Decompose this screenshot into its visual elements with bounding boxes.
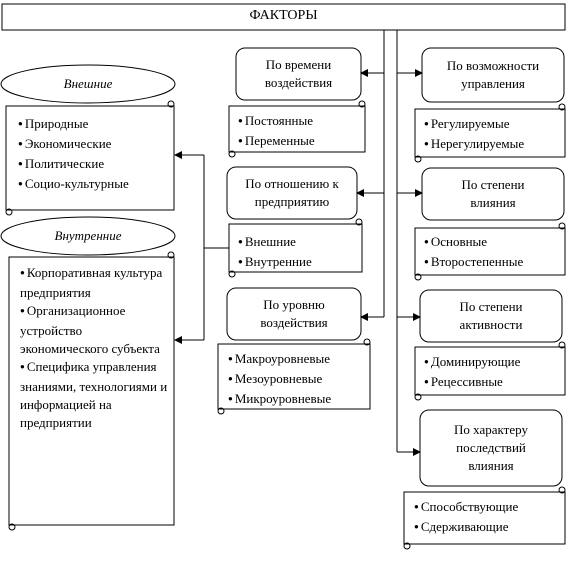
internal-group-label: Внутренние — [54, 228, 122, 243]
list-item: Сдерживающие — [414, 518, 518, 538]
list-item: Мезоуровневые — [228, 370, 331, 390]
control-items-scroll — [414, 103, 566, 163]
control-criterion-label: По возможности управления — [446, 58, 540, 91]
list-item: Специфика управления знаниями, технологи… — [20, 358, 170, 432]
list-item: Политические — [18, 155, 129, 175]
external-items-list: Природные Экономические Политические Соц… — [18, 115, 129, 195]
consequence-criterion-label: По характеру последствий влияния — [454, 422, 528, 473]
relation-criterion-label: По отношению к предприятию — [245, 176, 339, 209]
internal-oval — [0, 216, 176, 256]
activity-criterion-label: По степени активности — [459, 299, 523, 332]
list-item: Макроуровневые — [228, 350, 331, 370]
list-item: Доминирующие — [424, 353, 521, 373]
internal-items-scroll — [8, 251, 175, 531]
list-item: Рецессивные — [424, 373, 520, 393]
list-item: Организационное устройство экономическог… — [20, 302, 170, 358]
list-item: Способствующие — [414, 498, 518, 518]
list-item: Второстепенные — [424, 253, 523, 273]
influence-criterion-label: По степени влияния — [461, 177, 525, 210]
diagram-title: ФАКТОРЫ — [249, 8, 318, 23]
list-item: Нерегулируемые — [424, 135, 524, 155]
influence-items-list: Основные Второстепенные — [424, 233, 523, 273]
external-group-label: Внешние — [63, 76, 113, 91]
level-criterion-label: По уровню воздействия — [260, 297, 328, 330]
list-item: Регулируемые — [424, 115, 524, 135]
list-item: Природные — [18, 115, 129, 135]
list-item: Внешние — [238, 233, 312, 253]
external-oval — [0, 64, 176, 104]
consequence-items-list: Способствующие Сдерживающие — [414, 498, 518, 538]
list-item: Основные — [424, 233, 523, 253]
activity-items-list: Доминирующие Рецессивные — [424, 353, 521, 393]
time-items-list: Постоянные Переменные — [238, 112, 315, 152]
internal-items-list: Корпоративная культура предприятия Орган… — [20, 264, 170, 432]
list-item: Внутренние — [238, 253, 312, 273]
time-criterion-label: По времени воздействия — [264, 57, 333, 90]
title-box — [1, 3, 566, 31]
list-item: Переменные — [238, 132, 315, 152]
list-item: Социо-культурные — [18, 175, 129, 195]
list-item: Микроуровневые — [228, 390, 331, 410]
list-item: Корпоративная культура предприятия — [20, 264, 170, 302]
time-items-scroll — [228, 100, 366, 158]
activity-items-scroll — [414, 341, 566, 401]
consequence-items-scroll — [403, 486, 566, 550]
list-item: Экономические — [18, 135, 129, 155]
list-item: Постоянные — [238, 112, 315, 132]
relation-items-list: Внешние Внутренние — [238, 233, 312, 273]
control-items-list: Регулируемые Нерегулируемые — [424, 115, 524, 155]
level-items-list: Макроуровневые Мезоуровневые Микроуровне… — [228, 350, 331, 410]
influence-items-scroll — [414, 222, 566, 281]
